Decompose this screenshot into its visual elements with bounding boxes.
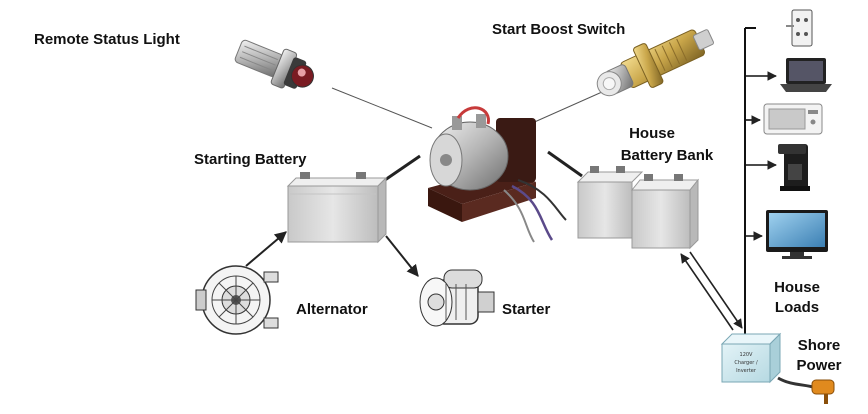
label-shore-power-line2: Power [796,357,842,374]
arrow-bank-to-charger [689,251,743,329]
coffee-maker-icon [778,144,810,191]
charger-inverter-icon: 120V Charger / Inverter [720,332,782,384]
label-start-boost-switch: Start Boost Switch [492,21,626,38]
link-starting-battery-solenoid [381,154,421,184]
shore-power-plug-icon [777,376,835,404]
battery-icon [286,172,388,244]
label-house-loads-line1: House [774,279,820,296]
arrow-charger-to-bank [680,253,734,331]
battery-combiner-solenoid-icon [428,106,567,243]
starter-motor-icon [419,269,495,327]
label-starter: Starter [502,301,551,318]
charger-box-line1: 120V [740,352,754,358]
arrow-alternator-to-battery [245,231,287,267]
microwave-icon [763,103,823,135]
label-house-battery-bank-line1: House [629,125,675,142]
wire-status-light [331,87,433,129]
charger-box-line2: Charger / [734,360,758,366]
label-house-loads-line2: Loads [774,299,820,316]
label-house-battery-bank-line2: Battery Bank [620,147,714,164]
alternator-icon [195,265,279,335]
push-button-switch-icon [596,29,714,97]
label-starting-battery: Starting Battery [194,151,307,168]
indicator-light-icon [234,39,314,89]
label-remote-status-light: Remote Status Light [34,31,180,48]
charger-box-line3: Inverter [736,368,757,374]
tv-icon [766,210,828,259]
laptop-icon [780,58,832,92]
label-alternator: Alternator [296,301,368,318]
dual-battery-icon [576,166,700,250]
arrow-battery-to-starter [385,235,419,277]
wire-boost-switch [529,91,603,125]
label-shore-power-line1: Shore [797,337,841,354]
power-outlet-icon [786,9,813,47]
link-solenoid-house-bank [547,150,583,178]
